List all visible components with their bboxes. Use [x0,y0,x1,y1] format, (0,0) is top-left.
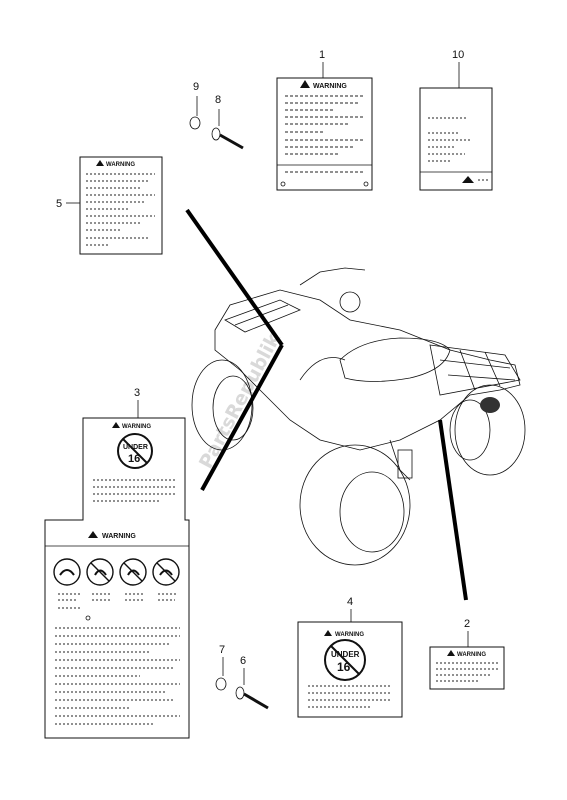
callout-3: 3 [134,387,140,399]
watermark: PartsRepublik [195,329,285,472]
pointer-bar-lower [200,344,284,491]
callout-10: 10 [452,49,464,61]
parts-8-9: 9 8 [189,81,244,150]
label-4-under: UNDER [331,650,360,659]
label-5-warning: WARNING [106,162,135,168]
label-5: 5 WARNING [56,156,163,255]
label-3: 3 WARNING UNDER 16 WARNING [44,387,190,739]
label-2: 2 WARNING [429,618,505,690]
callout-7: 7 [219,644,225,656]
pointer-bar-right [438,419,468,601]
label-4-age: 16 [337,660,351,674]
label-3-main-warning: WARNING [102,533,136,540]
callout-5: 5 [56,198,62,210]
label-1-warning: WARNING [313,83,347,90]
atv-illustration [191,267,526,566]
parts-6-7: 7 6 [215,644,269,710]
label-10: 10 [419,49,493,191]
label-3-age: 16 [128,453,140,465]
label-1: 1 WARNING [276,49,373,191]
callout-2: 2 [464,618,470,630]
label-3-under: UNDER [123,444,148,451]
callout-8: 8 [215,94,221,106]
callout-4: 4 [347,596,353,608]
callout-1: 1 [319,49,325,61]
callout-6: 6 [240,655,246,667]
pointer-bar-upper [185,208,284,347]
label-3-top-warning: WARNING [122,424,151,430]
label-4: 4 WARNING UNDER 16 [297,596,403,718]
label-4-warning: WARNING [335,632,364,638]
label-2-warning: WARNING [457,652,486,658]
callout-9: 9 [193,81,199,93]
